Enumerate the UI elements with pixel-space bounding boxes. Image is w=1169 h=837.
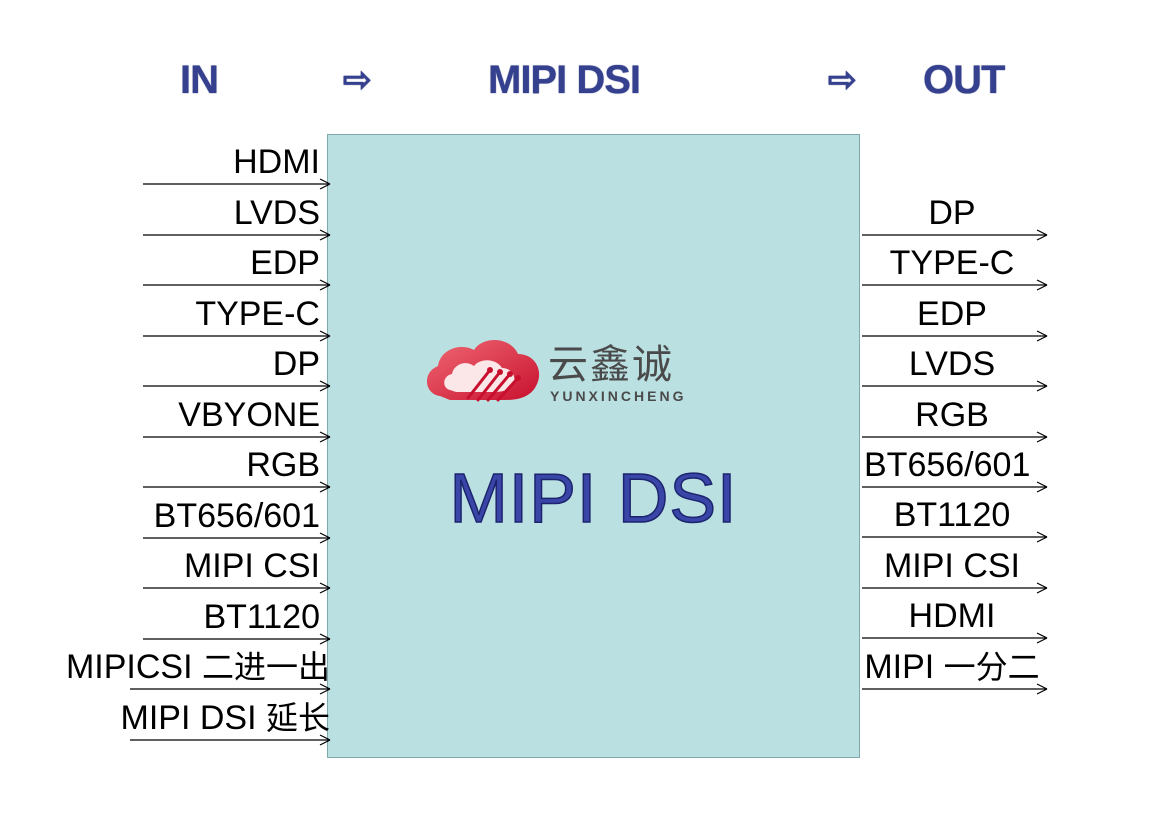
input-label: BT656/601 xyxy=(153,497,320,535)
logo-chinese-text: 云鑫诚 xyxy=(548,342,674,388)
mipi-dsi-chip-block xyxy=(327,134,860,758)
output-label: DP xyxy=(928,194,976,232)
header-arrow-right-icon: ⇨ xyxy=(828,61,856,99)
input-label: VBYONE xyxy=(178,396,320,434)
logo-english-text: YUNXINCHENG xyxy=(550,388,687,404)
output-label: HDMI xyxy=(908,597,996,635)
output-label: BT656/601 xyxy=(864,446,1031,484)
header-in: IN xyxy=(180,58,219,102)
input-label: RGB xyxy=(246,446,320,484)
output-label: BT1120 xyxy=(893,496,1011,534)
output-label: RGB xyxy=(915,396,989,434)
input-label: TYPE-C xyxy=(195,295,320,333)
output-label: EDP xyxy=(917,295,987,333)
input-label: LVDS xyxy=(233,194,320,232)
output-label: TYPE-C xyxy=(889,244,1015,282)
header-arrow-right-icon: ⇨ xyxy=(343,61,371,99)
input-label: MIPI CSI xyxy=(183,547,320,585)
output-label: MIPI 一分二 xyxy=(864,648,1040,686)
header-mipi-dsi: MIPI DSI xyxy=(488,58,641,102)
output-label: LVDS xyxy=(908,345,996,383)
header-out: OUT xyxy=(923,58,1005,102)
output-label: MIPI CSI xyxy=(883,547,1021,585)
input-label: MIPI DSI 延长 xyxy=(120,699,330,737)
yunxincheng-logo: 云鑫诚 YUNXINCHENG xyxy=(420,328,730,418)
input-label: DP xyxy=(272,345,320,383)
input-label: BT1120 xyxy=(203,598,320,636)
input-label: EDP xyxy=(250,244,320,282)
input-label: MIPICSI 二进一出 xyxy=(65,648,330,686)
cloud-logo-icon xyxy=(426,339,540,402)
input-label: HDMI xyxy=(233,143,320,181)
